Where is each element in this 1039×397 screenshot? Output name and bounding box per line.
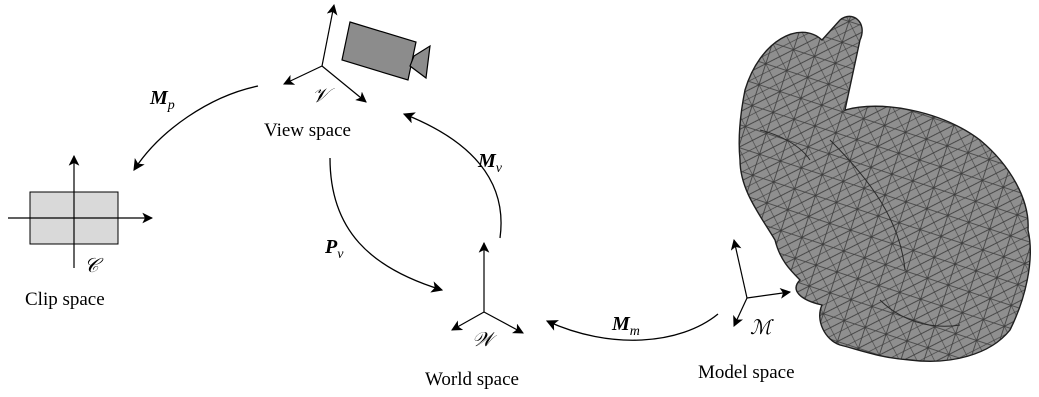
view-matrix-arrow — [402, 112, 502, 239]
model-right-axis — [746, 287, 792, 299]
model-space-label: Model space — [698, 362, 795, 383]
model-space-symbol: ℳ — [750, 317, 774, 339]
world-space-group: 𝒲 World space — [425, 241, 524, 390]
clip-space-label: Clip space — [25, 289, 105, 310]
world-right-axis — [483, 311, 524, 334]
model-matrix-arrow — [545, 313, 719, 341]
camera-icon — [341, 21, 431, 81]
view-space-group: 𝒱 View space — [264, 3, 431, 141]
projection-matrix-label: Mp — [149, 87, 175, 113]
clip-space-group: 𝒞 Clip space — [8, 154, 154, 310]
model-up-axis — [730, 238, 748, 299]
inverse-view-matrix-label: Pv — [324, 236, 344, 262]
view-right-axis — [321, 65, 367, 103]
world-left-axis — [451, 311, 485, 331]
world-space-symbol: 𝒲 — [472, 329, 498, 351]
view-left-axis — [283, 65, 323, 85]
world-space-label: World space — [425, 369, 519, 390]
view-matrix-label: Mv — [477, 150, 503, 176]
view-space-symbol: 𝒱 — [312, 85, 335, 107]
model-matrix-label: Mm — [611, 313, 640, 339]
clip-space-symbol: 𝒞 — [84, 255, 104, 277]
view-up-axis — [321, 3, 338, 67]
model-down-axis — [733, 297, 748, 327]
projection-arrow — [133, 85, 259, 171]
view-space-label: View space — [264, 120, 351, 141]
inverse-view-arrow — [329, 157, 444, 293]
